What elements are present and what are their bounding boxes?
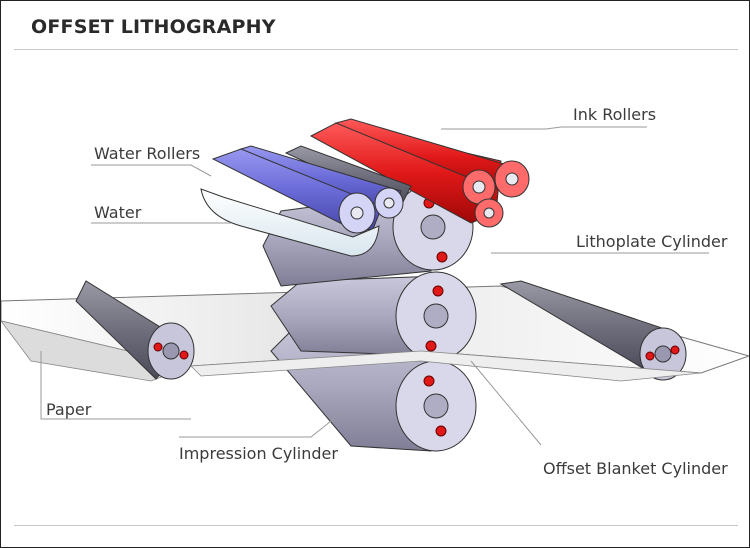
- water-rollers: [211, 145, 404, 234]
- water-tray: [200, 188, 380, 257]
- label-paper: Paper: [46, 400, 92, 419]
- label-water: Water: [94, 203, 142, 222]
- label-ink-rollers: Ink Rollers: [573, 105, 657, 124]
- label-lithoplate-cylinder: Lithoplate Cylinder: [576, 232, 728, 251]
- ink-rollers: [309, 118, 530, 228]
- label-water-rollers: Water Rollers: [94, 144, 201, 163]
- footer-rule: [14, 525, 738, 526]
- title-rule: [14, 49, 738, 50]
- diagram-title: OFFSET LITHOGRAPHY: [31, 16, 276, 38]
- label-offset-blanket-cylinder: Offset Blanket Cylinder: [543, 459, 728, 478]
- paper-roller-right: [499, 280, 687, 381]
- leader-lines: [40, 126, 709, 446]
- paper-web-front: [190, 350, 702, 382]
- label-impression-cylinder: Impression Cylinder: [179, 444, 338, 463]
- paper-roller-left: [75, 280, 195, 380]
- blanket-cylinder: [270, 271, 477, 361]
